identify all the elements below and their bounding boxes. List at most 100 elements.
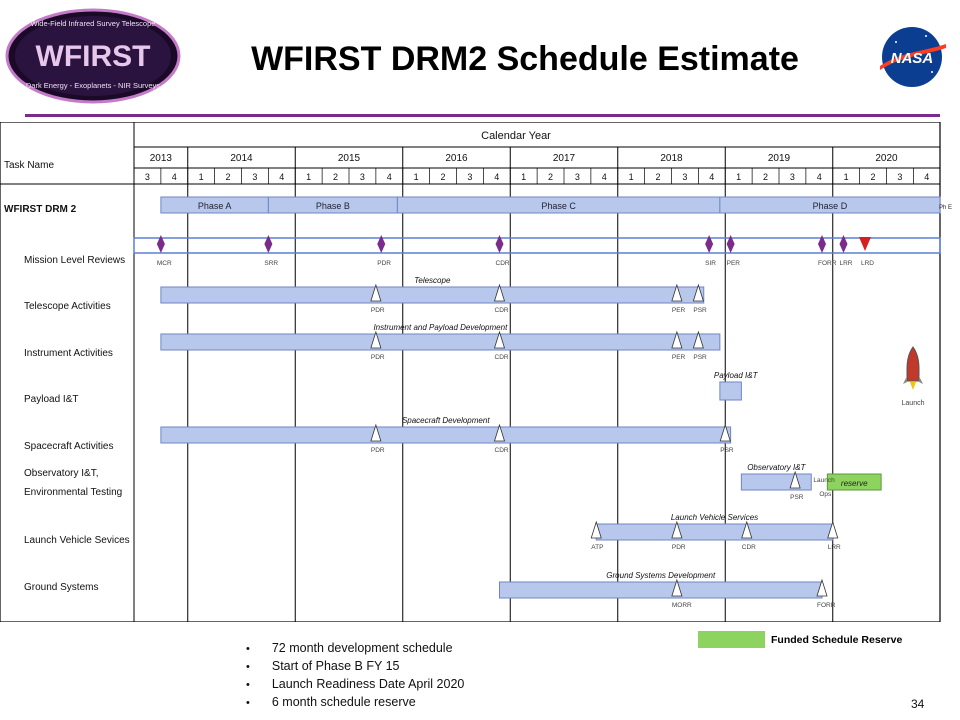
legend: Funded Schedule Reserve [698, 631, 902, 649]
review-triangle [827, 520, 839, 539]
review-triangle [671, 520, 683, 539]
quarter-label: 4 [924, 172, 929, 182]
review-triangle [692, 330, 704, 349]
legend-label: Funded Schedule Reserve [771, 633, 903, 646]
quarter-label: 2 [226, 172, 231, 182]
milestone-label: SRR [264, 260, 278, 267]
quarter-label: 1 [306, 172, 311, 182]
activity-bar [160, 333, 721, 351]
year-label: 2016 [445, 153, 468, 164]
phase-label: Ph E [939, 205, 952, 211]
activity-name: Ground Systems Development [606, 571, 716, 580]
activity-name: Spacecraft Development [402, 416, 490, 425]
activity-bar [595, 523, 834, 541]
activity-bar [719, 381, 742, 401]
review-label: PSR [720, 447, 734, 454]
rocket-icon [906, 346, 920, 382]
review-label: PDR [371, 307, 385, 314]
milestone-diamond [705, 235, 714, 253]
review-label: PER [672, 307, 686, 314]
quarter-label: 3 [790, 172, 795, 182]
year-label: 2019 [768, 153, 791, 164]
quarter-label: 2 [548, 172, 553, 182]
quarter-label: 4 [602, 172, 607, 182]
activity-name: Launch Vehicle Services [671, 513, 758, 522]
quarter-label: 4 [709, 172, 714, 182]
note-item: 6 month schedule reserve [246, 694, 464, 712]
quarter-label: 4 [279, 172, 284, 182]
phase-bar [719, 196, 941, 214]
year-label: 2013 [150, 153, 173, 164]
grid-frame [0, 122, 941, 622]
nasa-logo: NASA [880, 27, 946, 87]
quarter-label: 2 [656, 172, 661, 182]
review-triangle [493, 330, 506, 349]
review-triangle [370, 423, 382, 442]
review-triangle [493, 283, 506, 302]
milestone-label: MCR [157, 260, 172, 267]
task-label: Instrument Activities [24, 348, 113, 359]
review-triangle [671, 578, 683, 597]
milestone-label: FORR [818, 260, 837, 267]
note-item: 72 month development schedule [246, 640, 464, 658]
year-label: 2015 [338, 153, 361, 164]
review-triangle [370, 330, 382, 349]
review-triangle [741, 520, 753, 539]
milestone-diamond [495, 235, 504, 253]
review-label: FORR [817, 602, 836, 609]
notes-list: 72 month development schedule Start of P… [246, 640, 465, 712]
milestone-label: PER [727, 260, 741, 267]
milestone-diamond [377, 235, 386, 253]
milestone-label: LRD [861, 260, 874, 267]
review-label: CDR [495, 447, 509, 454]
review-label: ATP [591, 544, 603, 551]
activity-bar [499, 581, 823, 599]
review-triangle [671, 330, 683, 349]
review-label: PDR [371, 447, 385, 454]
logo-main-text: WFIRST [36, 40, 151, 73]
review-triangle [789, 470, 801, 489]
quarter-label: 3 [145, 172, 150, 182]
review-triangle [590, 520, 602, 539]
quarter-label: 4 [817, 172, 822, 182]
review-label: CDR [495, 307, 509, 314]
milestone-diamond [264, 235, 273, 253]
task-label: Observatory I&T, [24, 468, 98, 479]
launch-ops-label: Launch [813, 477, 835, 484]
quarter-label: 4 [494, 172, 499, 182]
phase-label: Phase B [316, 201, 350, 211]
quarter-label: 4 [172, 172, 177, 182]
logo-top-text: Wide-Field Infrared Survey Telescope [31, 19, 156, 28]
activity-name: Payload I&T [714, 371, 759, 380]
milestone-label: PDR [377, 260, 391, 267]
task-label: Payload I&T [24, 394, 78, 405]
quarter-label: 1 [844, 172, 849, 182]
note-item: Launch Readiness Date April 2020 [246, 676, 465, 694]
slide-title: WFIRST DRM2 Schedule Estimate [251, 40, 799, 78]
quarter-label: 2 [763, 172, 768, 182]
review-triangle [719, 423, 731, 442]
year-label: 2018 [660, 153, 683, 164]
launch-label: Launch [902, 400, 925, 407]
review-label: PSR [790, 494, 804, 501]
quarter-label: 2 [333, 172, 338, 182]
milestone-diamond [726, 235, 735, 253]
title-rule [25, 114, 940, 117]
quarter-label: 3 [897, 172, 902, 182]
review-label: PDR [672, 544, 686, 551]
review-triangle [671, 283, 683, 302]
reserve-bar [826, 473, 882, 491]
quarter-label: 3 [575, 172, 580, 182]
quarter-label: 3 [682, 172, 687, 182]
task-label: Ground Systems [24, 582, 98, 593]
review-label: PSR [693, 307, 707, 314]
task-label: Spacecraft Activities [24, 441, 113, 452]
lrd-marker [859, 237, 871, 251]
quarter-label: 4 [387, 172, 392, 182]
nasa-logo-text: NASA [891, 50, 934, 67]
task-label: Telescope Activities [24, 301, 111, 312]
